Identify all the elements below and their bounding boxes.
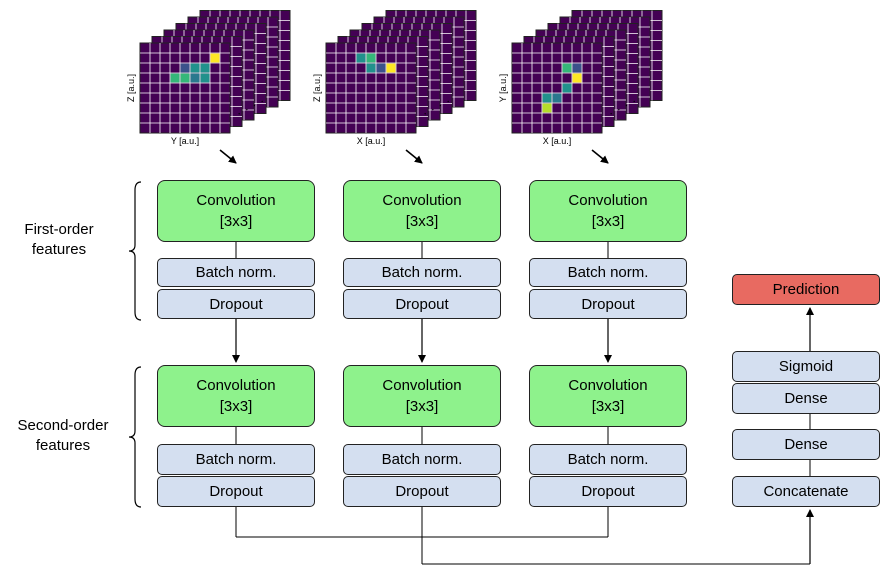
highlighted-cell — [562, 63, 572, 73]
highlighted-cell — [366, 53, 376, 63]
x-axis-label: Y [a.u.] — [171, 136, 199, 146]
dropout-col3-second: Dropout — [529, 476, 687, 507]
first-order-line2: features — [31, 241, 87, 258]
input-stack-1: Z [a.u.]Y [a.u.]. . . . — [126, 10, 291, 146]
x-axis-label: X [a.u.] — [543, 136, 572, 146]
dropout-col2-first: Dropout — [343, 289, 501, 319]
conv-kernel: [3x3] — [219, 213, 253, 230]
first-order-label: First-order features — [0, 220, 118, 260]
batchnorm-col1-second: Batch norm. — [157, 444, 315, 475]
heatmap-layer — [511, 42, 603, 134]
input-stack-2: Z [a.u.]X [a.u.]. . . . — [312, 10, 477, 146]
second-order-label: Second-order features — [0, 416, 126, 456]
highlighted-cell — [180, 73, 190, 83]
conv-label: Convolution — [196, 377, 276, 394]
highlighted-cell — [200, 73, 210, 83]
conv-label: Convolution — [568, 377, 648, 394]
dense-box-1: Dense — [732, 383, 880, 414]
highlighted-cell — [366, 63, 376, 73]
dropout-col1-second: Dropout — [157, 476, 315, 507]
first-order-line1: First-order — [24, 221, 94, 238]
conv-block-col2-second: Convolution [3x3] — [343, 365, 501, 427]
y-axis-label: Z [a.u.] — [126, 74, 136, 102]
first-order-brace — [128, 181, 142, 321]
input-arrow-1 — [219, 149, 237, 164]
conv-label: Convolution — [382, 192, 462, 209]
batchnorm-col3-first: Batch norm. — [529, 258, 687, 287]
connectors — [128, 149, 814, 565]
conv-label: Convolution — [196, 192, 276, 209]
second-order-line2: features — [35, 437, 91, 454]
conv-block-col1-second: Convolution [3x3] — [157, 365, 315, 427]
highlighted-cell — [210, 53, 220, 63]
conv-block-col1-first: Convolution [3x3] — [157, 180, 315, 242]
input-arrow-3 — [591, 149, 609, 164]
conv-block-col2-first: Convolution [3x3] — [343, 180, 501, 242]
batchnorm-col3-second: Batch norm. — [529, 444, 687, 475]
conv-kernel: [3x3] — [405, 213, 439, 230]
highlighted-cell — [562, 83, 572, 93]
sigmoid-box: Sigmoid — [732, 351, 880, 382]
highlighted-cell — [356, 53, 366, 63]
conv-kernel: [3x3] — [591, 213, 625, 230]
dense-box-2: Dense — [732, 429, 880, 460]
conv-kernel: [3x3] — [219, 398, 253, 415]
conv-block-col3-second: Convolution [3x3] — [529, 365, 687, 427]
highlighted-cell — [170, 73, 180, 83]
highlighted-cell — [200, 63, 210, 73]
input-stack-3: Y [a.u.]X [a.u.]. . . . — [498, 10, 663, 146]
batchnorm-col1-first: Batch norm. — [157, 258, 315, 287]
dropout-col1-first: Dropout — [157, 289, 315, 319]
conv-kernel: [3x3] — [405, 398, 439, 415]
conv-label: Convolution — [382, 377, 462, 394]
conv-block-col3-first: Convolution [3x3] — [529, 180, 687, 242]
highlighted-cell — [552, 93, 562, 103]
batchnorm-col2-second: Batch norm. — [343, 444, 501, 475]
highlighted-cell — [180, 63, 190, 73]
dropout-col2-second: Dropout — [343, 476, 501, 507]
y-axis-label: Y [a.u.] — [498, 74, 508, 102]
highlighted-cell — [190, 63, 200, 73]
y-axis-label: Z [a.u.] — [312, 74, 322, 102]
highlighted-cell — [572, 73, 582, 83]
input-arrow-2 — [405, 149, 423, 164]
prediction-box: Prediction — [732, 274, 880, 305]
second-order-line1: Second-order — [17, 417, 109, 434]
conv-kernel: [3x3] — [591, 398, 625, 415]
highlighted-cell — [190, 73, 200, 83]
concatenate-box: Concatenate — [732, 476, 880, 507]
highlighted-cell — [542, 103, 552, 113]
dropout-col3-first: Dropout — [529, 289, 687, 319]
input-stacks: Z [a.u.]Y [a.u.]. . . .Z [a.u.]X [a.u.].… — [126, 10, 663, 146]
highlighted-cell — [386, 63, 396, 73]
x-axis-label: X [a.u.] — [357, 136, 386, 146]
highlighted-cell — [376, 63, 386, 73]
highlighted-cell — [572, 63, 582, 73]
batchnorm-col2-first: Batch norm. — [343, 258, 501, 287]
highlighted-cell — [542, 93, 552, 103]
second-order-brace — [128, 366, 142, 508]
conv-label: Convolution — [568, 192, 648, 209]
